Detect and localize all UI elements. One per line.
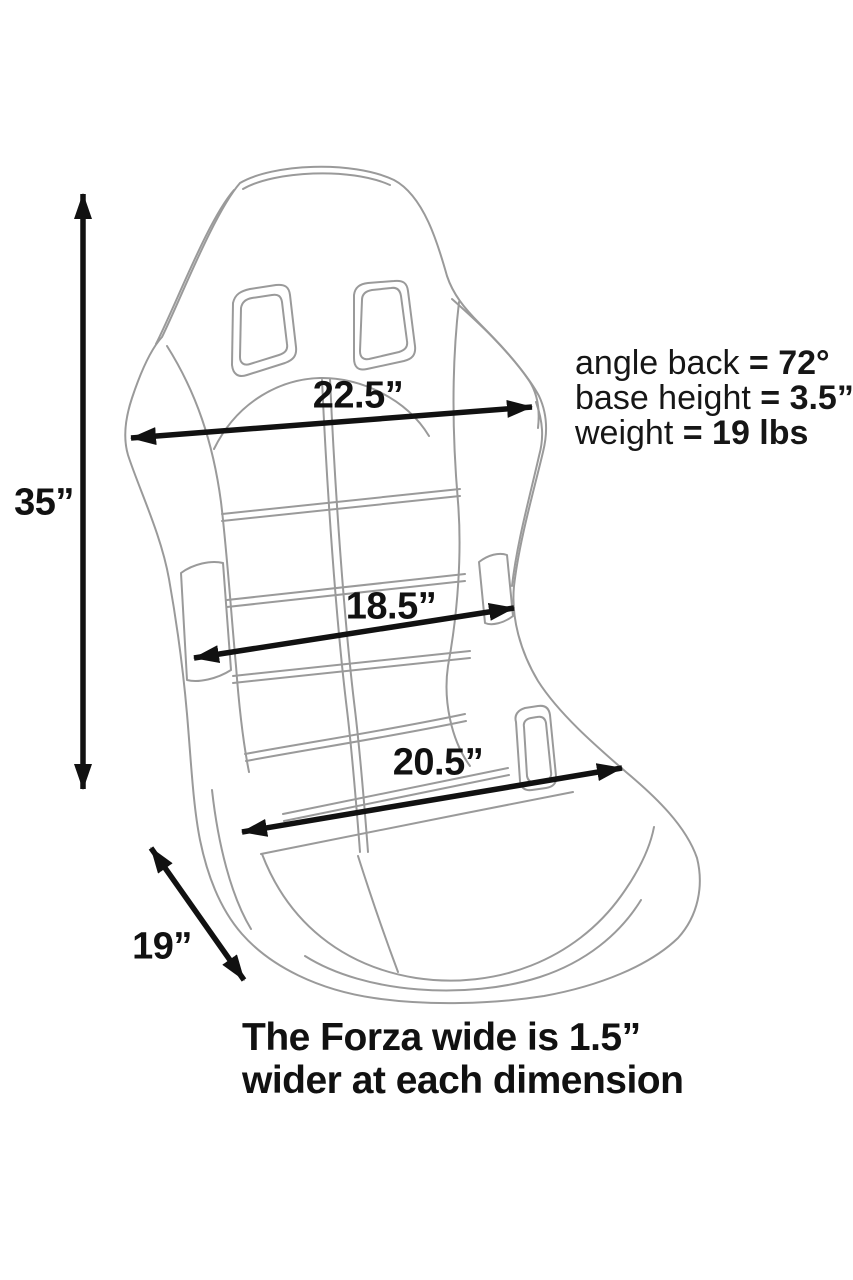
right-edge-inner-seam <box>511 401 544 587</box>
spec-line-angle-back: angle back = 72° <box>575 346 853 381</box>
harness-hole-right-inner <box>359 286 409 361</box>
left-bolster-patch <box>180 561 232 682</box>
dimension-arrows <box>74 193 623 982</box>
caption: The Forza wide is 1.5” wider at each dim… <box>242 1016 684 1102</box>
arrow-width-22-5 <box>130 399 533 446</box>
spec-value-angle-back: = 72° <box>748 344 830 382</box>
harness-hole-left-outer <box>231 283 298 377</box>
dimension-label-height: 35” <box>14 481 74 524</box>
seat-illustration <box>124 165 701 1005</box>
headrest-inner-seam <box>242 172 391 190</box>
arrow-width-20-5 <box>241 763 623 837</box>
caption-line-2: wider at each dimension <box>242 1059 684 1102</box>
pan-center-seam <box>357 855 399 973</box>
quilt-seam-1a <box>221 488 461 515</box>
left-bolster-seam <box>166 345 250 773</box>
harness-hole-left-inner <box>239 293 289 366</box>
quilt-seam-1b <box>221 495 461 522</box>
left-edge-inner-seam <box>155 189 235 345</box>
pan-top-seam-b <box>245 720 467 762</box>
dimension-label-shoulder-width: 22.5” <box>312 374 404 417</box>
cushion-seam-outer <box>261 826 655 982</box>
arrow-width-18-5 <box>193 602 515 664</box>
quilt-seam-2a <box>226 573 466 601</box>
dimension-label-lumbar-width: 18.5” <box>345 585 437 628</box>
pan-left-corner-seam <box>211 789 252 930</box>
harness-hole-right-outer <box>353 279 417 371</box>
dimension-label-seat-depth: 19” <box>132 925 192 968</box>
cushion-seam-inner <box>304 899 642 992</box>
spec-line-weight: weight = 19 lbs <box>575 416 853 451</box>
spec-line-base-height: base height = 3.5” <box>575 381 853 416</box>
quilt-seam-2b <box>226 580 466 608</box>
spec-name-base-height: base height <box>575 379 761 417</box>
spec-block: angle back = 72° base height = 3.5” weig… <box>575 346 853 451</box>
caption-line-1: The Forza wide is 1.5” <box>242 1016 641 1059</box>
spec-value-base-height: = 3.5” <box>760 379 853 417</box>
pan-top-seam-a <box>244 713 466 755</box>
right-bolster-seam <box>445 301 471 767</box>
spec-name-weight: weight <box>575 414 683 452</box>
spec-value-weight: = 19 lbs <box>682 414 809 452</box>
arrow-depth-19 <box>148 846 247 982</box>
belt-slot-inner <box>522 715 553 784</box>
spec-name-angle-back: angle back <box>575 344 749 382</box>
dimension-label-seat-width: 20.5” <box>392 741 484 784</box>
